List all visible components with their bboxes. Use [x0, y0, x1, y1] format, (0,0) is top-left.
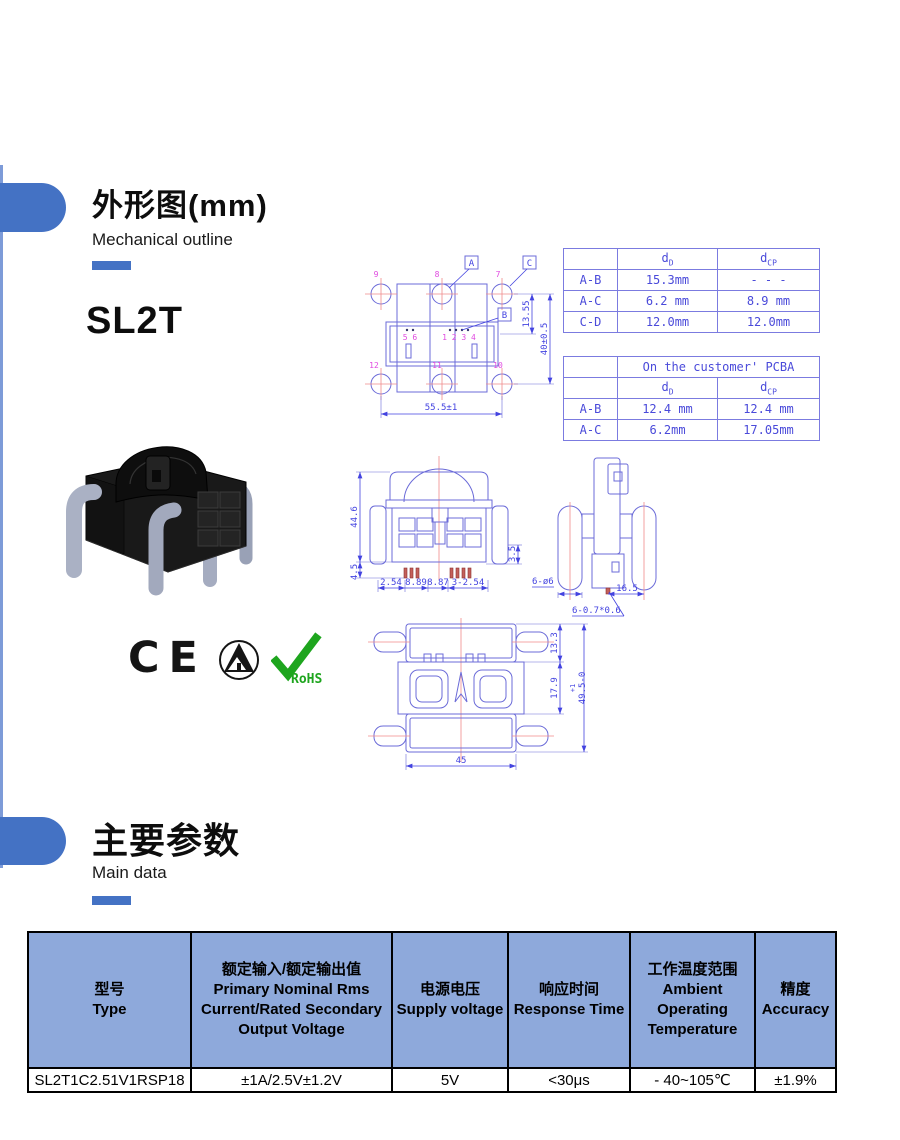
section-pill-outline: [0, 183, 66, 232]
dim-17-9: 17.9: [550, 677, 560, 699]
cell-response-time: <30μs: [507, 1067, 631, 1093]
dim-16-5: 16.5: [616, 584, 638, 594]
header-type: 型号 Type: [27, 931, 192, 1069]
pins-1-4: 1 2 3 4: [442, 333, 476, 342]
table-row: dD dCP: [563, 248, 820, 270]
side-view-drawing: 6-ø6 16.5 6-0.7*0.6: [532, 457, 657, 617]
rohs-label: RoHS: [291, 672, 322, 685]
table-row: C-D 12.0mm 12.0mm: [563, 311, 820, 333]
pin-11: 11: [432, 361, 442, 370]
cell-primary-nominal: ±1A/2.5V±1.2V: [190, 1067, 393, 1093]
main-parameter-table: 型号 Type 额定输入/额定输出值 Primary Nominal Rms C…: [27, 931, 837, 1093]
top-view-drawing: A C B 9 8 7 12 11 10 5 6 1 2 3 4 13.55: [365, 255, 554, 418]
dim-49-5-tol: +1: [569, 684, 577, 692]
side-view-dimensions: 6-ø6 16.5 6-0.7*0.6: [532, 577, 644, 617]
dim-44-6: 44.6: [350, 506, 360, 528]
front-view-dimensions: 44.6 4.5 2.54 8.89 8.87 3-2.54 3.5: [350, 471, 522, 592]
table-row: dD dCP: [563, 377, 820, 399]
col-dCP: dCP: [717, 248, 820, 270]
col-dD: dD: [617, 377, 718, 399]
dim-49-5: 49.5-0: [578, 672, 588, 705]
col-dD: dD: [617, 248, 718, 270]
pin-10: 10: [493, 361, 503, 370]
product-front-tubes: [66, 484, 182, 596]
main-section-subtitle: Main data: [92, 863, 167, 882]
table-row: A-C 6.2mm 17.05mm: [563, 419, 820, 441]
header-supply-voltage: 电源电压 Supply voltage: [391, 931, 509, 1069]
triangle-cert-icon: [218, 640, 259, 680]
callout-c: C: [527, 259, 532, 269]
pcba-table-title: On the customer' PCBA: [617, 356, 820, 378]
pin-8: 8: [435, 270, 440, 279]
top-view-callouts: A C B: [448, 255, 537, 331]
front-view-drawing: 44.6 4.5 2.54 8.89 8.87 3-2.54 3.5: [350, 456, 522, 592]
bottom-view-drawing: 13.3 17.9 +1 49.5-0 45: [368, 618, 588, 770]
table-row: A-C 6.2 mm 8.9 mm: [563, 290, 820, 312]
top-view-pin-numbers: 9 8 7 12 11 10 5 6 1 2 3 4: [369, 270, 503, 370]
col-dCP: dCP: [717, 377, 820, 399]
bottom-view-dimensions: 13.3 17.9 +1 49.5-0 45: [405, 623, 588, 770]
header-operating-temperature: 工作温度范围 Ambient Operating Temperature: [629, 931, 756, 1069]
callout-b: B: [502, 311, 507, 321]
pin-12: 12: [369, 361, 379, 370]
header-accuracy: 精度 Accuracy: [754, 931, 837, 1069]
dim-13-55: 13.55: [522, 300, 532, 327]
dim-6-07-06: 6-0.7*0.6: [572, 606, 621, 616]
hole-distance-table: dD dCP A-B 15.3mm - - - A-C 6.2 mm 8.9 m…: [563, 248, 820, 333]
top-view-dimensions: 13.55 40±0.5 55.5±1: [380, 293, 554, 418]
pin-9: 9: [374, 270, 379, 279]
header-primary-nominal: 额定输入/额定输出值 Primary Nominal Rms Current/R…: [190, 931, 393, 1069]
left-accent-line: [0, 165, 3, 868]
pins-5-6: 5 6: [403, 333, 418, 342]
table-row: A-B 12.4 mm 12.4 mm: [563, 398, 820, 420]
outline-underline-bar: [92, 261, 131, 270]
dim-4-5: 4.5: [350, 564, 360, 580]
main-underline-bar: [92, 896, 131, 905]
cell-supply-voltage: 5V: [391, 1067, 509, 1093]
dim-8-89: 8.89: [405, 578, 427, 588]
main-section-title: 主要参数: [92, 820, 241, 861]
certification-marks: CE RoHS: [128, 628, 323, 688]
bottom-view-outline: [368, 618, 554, 762]
dim-13-3: 13.3: [550, 632, 560, 654]
cell-operating-temperature: - 40~105℃: [629, 1067, 756, 1093]
outline-section-subtitle: Mechanical outline: [92, 230, 233, 249]
section-pill-main: [0, 817, 66, 865]
pcba-distance-table: On the customer' PCBA dD dCP A-B 12.4 mm…: [563, 356, 820, 441]
product-grid-face: [197, 491, 241, 547]
ce-mark-icon: CE: [128, 633, 207, 683]
pin-7: 7: [496, 270, 501, 279]
cell-accuracy: ±1.9%: [754, 1067, 837, 1093]
dim-8-87: 8.87: [427, 578, 449, 588]
header-response-time: 响应时间 Response Time: [507, 931, 631, 1069]
dim-3-2-54: 3-2.54: [452, 578, 485, 588]
table-row: On the customer' PCBA: [563, 356, 820, 378]
dim-2-54: 2.54: [380, 578, 402, 588]
front-view-outline: [369, 456, 509, 580]
top-view-outline: [365, 278, 518, 400]
cell-type: SL2T1C2.51V1RSP18: [27, 1067, 192, 1093]
callout-a: A: [469, 259, 475, 269]
table-data-row: SL2T1C2.51V1RSP18 ±1A/2.5V±1.2V 5V <30μs…: [27, 1067, 837, 1093]
outline-section-title: 外形图(mm): [92, 188, 268, 223]
table-header-row: 型号 Type 额定输入/额定输出值 Primary Nominal Rms C…: [27, 931, 837, 1069]
dim-55-5: 55.5±1: [425, 403, 458, 413]
table-row: A-B 15.3mm - - -: [563, 269, 820, 291]
dim-3-5: 3.5: [508, 546, 518, 562]
dim-40: 40±0.5: [540, 323, 550, 356]
side-view-outline: [557, 457, 657, 600]
dim-6-o6: 6-ø6: [532, 577, 554, 587]
product-3d-render: [66, 446, 253, 596]
product-name: SL2T: [86, 300, 183, 342]
rohs-check-icon: RoHS: [270, 632, 322, 685]
dim-45: 45: [456, 756, 467, 766]
